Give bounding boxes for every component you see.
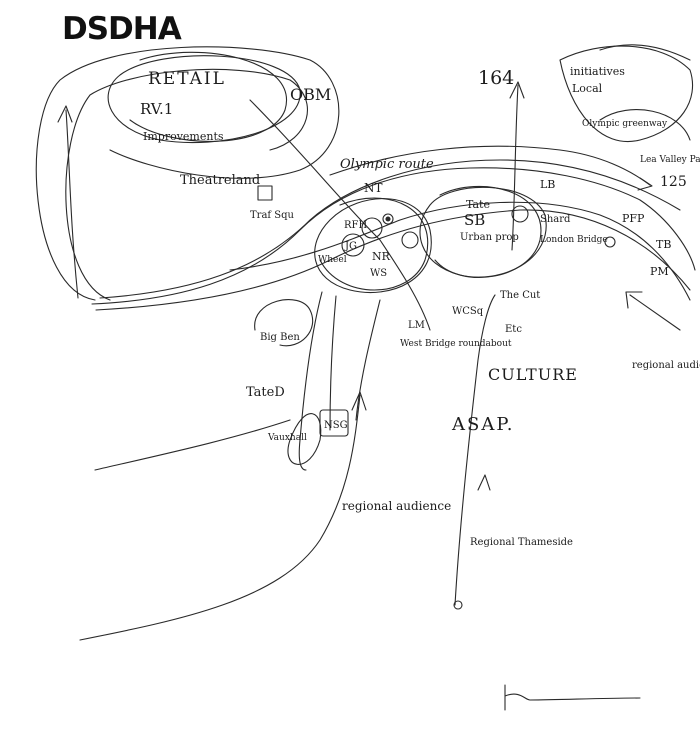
tb-label: TB bbox=[656, 238, 671, 251]
left-loop-inner bbox=[65, 68, 308, 301]
west-road bbox=[94, 419, 291, 471]
river-bank-north bbox=[91, 167, 696, 305]
asap-label: ASAP. bbox=[451, 414, 515, 435]
flow-line-1 bbox=[249, 99, 381, 241]
regional-thameside-origin bbox=[453, 600, 463, 610]
ws-label: WS bbox=[370, 268, 387, 279]
regional-thameside-arrowhead bbox=[477, 474, 491, 491]
rfh-circle bbox=[361, 217, 383, 239]
jg-circle bbox=[341, 233, 365, 257]
small-circle-east bbox=[604, 236, 616, 248]
nt-label: NT bbox=[364, 181, 383, 195]
south-road-3 bbox=[287, 413, 322, 465]
big-ben-label: Big Ben bbox=[260, 332, 300, 343]
rfh-label: RFH bbox=[344, 220, 367, 231]
signature-mark bbox=[504, 684, 641, 711]
south-road-1 bbox=[298, 291, 323, 471]
route-164-arrowhead bbox=[509, 81, 525, 99]
river-bank-south bbox=[95, 209, 691, 311]
local-label: Local bbox=[572, 82, 603, 95]
traf-squ-box bbox=[257, 185, 273, 201]
nr-circle bbox=[401, 231, 419, 249]
olympic-route-line bbox=[329, 145, 651, 186]
olympic-greenway-label: Olympic greenway bbox=[582, 119, 668, 129]
nsg-label: NSG bbox=[324, 420, 348, 431]
tate-sb-ellipse bbox=[419, 186, 547, 278]
regional-audience-right-arrowhead bbox=[625, 291, 643, 309]
west-bridge-roundabout-label: West Bridge roundabout bbox=[400, 339, 512, 349]
jg-label: JG bbox=[344, 241, 357, 252]
dsdha-logo: DSDHA bbox=[62, 11, 182, 47]
lb-label: LB bbox=[540, 178, 555, 191]
wcsq-label: WCSq bbox=[452, 306, 484, 317]
left-vertical-line bbox=[65, 109, 79, 299]
shard-circle bbox=[511, 205, 529, 223]
route-164-line bbox=[511, 84, 519, 251]
traf-squ-label: Traf Squ bbox=[250, 210, 295, 221]
south-road-2 bbox=[329, 295, 337, 431]
right-scribble-2 bbox=[599, 109, 691, 141]
regional-audience-right-label: regional audience bbox=[632, 360, 700, 371]
vauxhall-label: Vauxhall bbox=[267, 433, 307, 443]
regional-audience-right-line bbox=[629, 294, 681, 331]
culture-label: CULTURE bbox=[488, 365, 578, 384]
right-scribble-1 bbox=[559, 45, 694, 143]
london-bridge-label: London Bridge bbox=[540, 235, 608, 245]
left-loop-outer bbox=[35, 46, 340, 301]
the-cut-label: The Cut bbox=[500, 290, 540, 301]
nr-label: NR bbox=[372, 250, 391, 263]
retail-label: RETAIL bbox=[148, 69, 226, 89]
flow-line-2 bbox=[379, 239, 431, 331]
improvements-label: Improvements bbox=[143, 130, 224, 143]
shard-label: Shard bbox=[540, 214, 571, 225]
wheel-label: Wheel bbox=[318, 255, 347, 265]
sketch-labels: RETAIL OBM 164 initiatives Local Olympic… bbox=[140, 65, 700, 548]
big-ben-loop bbox=[254, 299, 314, 347]
nt-marker-inner bbox=[385, 216, 391, 222]
regional-thameside-line bbox=[454, 294, 496, 606]
regional-audience-mid-label: regional audience bbox=[342, 499, 451, 513]
flow-line-3 bbox=[355, 299, 381, 421]
tate-d-label: TateD bbox=[246, 385, 285, 400]
pm-label: PM bbox=[650, 265, 669, 278]
tate-sb-ellipse-2 bbox=[434, 185, 542, 278]
regional-thameside-label: Regional Thameside bbox=[470, 537, 573, 548]
southwest-sweep bbox=[79, 394, 361, 641]
right-arrow-loop bbox=[599, 44, 691, 61]
rv-label: RV.1 bbox=[140, 100, 173, 118]
river-bank-north-2 bbox=[99, 159, 681, 299]
lea-valley-park-label: Lea Valley Park bbox=[640, 155, 700, 165]
pfp-label: PFP bbox=[622, 212, 645, 225]
left-vertical-arrowhead bbox=[57, 105, 73, 123]
urban-prop-label: Urban prop bbox=[460, 232, 519, 243]
etc-label: Etc bbox=[505, 324, 522, 335]
obm-label: OBM bbox=[290, 85, 331, 104]
central-cluster-ellipse-2 bbox=[319, 197, 429, 291]
sb-label: SB bbox=[464, 211, 485, 229]
river-bank-south-2 bbox=[229, 201, 691, 301]
theatreland-label: Theatreland bbox=[180, 173, 260, 188]
route-164-label: 164 bbox=[478, 67, 514, 89]
lm-label: LM bbox=[408, 320, 425, 331]
initiatives-label: initiatives bbox=[570, 65, 625, 78]
olympic-route-label: Olympic route bbox=[340, 157, 434, 172]
number-125-label: 125 bbox=[660, 174, 687, 190]
olympic-route-arrowhead bbox=[637, 177, 653, 191]
tate-label: Tate bbox=[466, 198, 490, 211]
retail-ellipse-2 bbox=[129, 51, 288, 142]
nt-marker bbox=[382, 213, 394, 225]
nsg-box bbox=[319, 409, 349, 437]
